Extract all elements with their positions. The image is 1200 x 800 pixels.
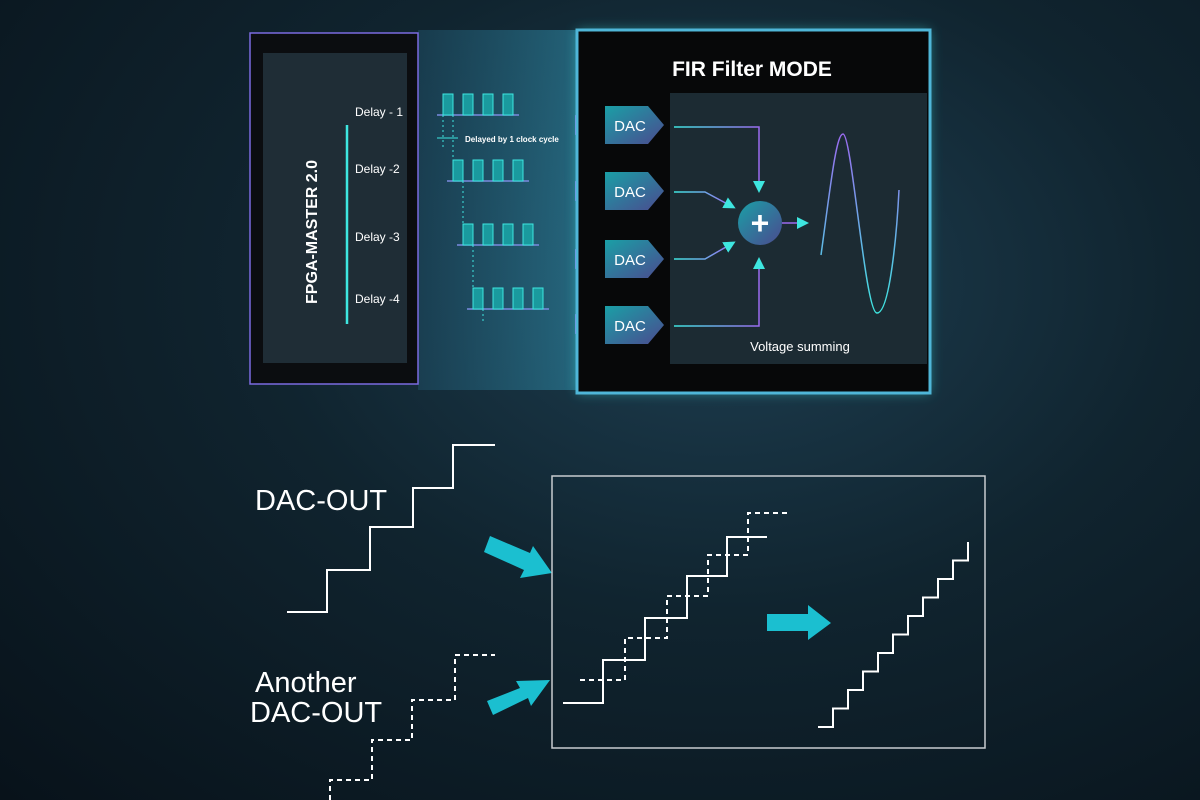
clock-pulse — [512, 159, 524, 182]
dac-block-3: DAC — [605, 240, 664, 278]
dac-out-staircase — [287, 444, 495, 613]
signal-column — [418, 30, 580, 390]
sum-node — [738, 201, 782, 245]
clock-pulse — [502, 93, 514, 116]
summed-fine-staircase — [818, 542, 969, 728]
clock-pulse — [482, 223, 494, 246]
result-arrow — [767, 605, 831, 640]
delay-label-1: Delay - 1 — [355, 105, 403, 119]
fpga-title: FPGA-MASTER 2.0 — [304, 160, 321, 304]
delay-label-4: Delay -4 — [355, 292, 400, 306]
clock-pulse — [512, 287, 524, 310]
sum-plus-icon: + — [751, 205, 770, 241]
pulse-train-2 — [447, 159, 529, 182]
pulse-train-3 — [457, 223, 539, 246]
fir-title: FIR Filter MODE — [672, 58, 832, 81]
dac-label: DAC — [614, 118, 646, 135]
delay-note: Delayed by 1 clock cycle — [465, 135, 559, 144]
summing-panel — [670, 93, 927, 364]
clock-pulse — [472, 287, 484, 310]
delay-label-3: Delay -3 — [355, 230, 400, 244]
clock-pulse — [492, 159, 504, 182]
clock-pulse — [492, 287, 504, 310]
clock-pulse — [482, 93, 494, 116]
another-dac-out-label-1: Another — [255, 667, 357, 699]
delay-label-2: Delay -2 — [355, 162, 400, 176]
clock-pulse — [452, 159, 464, 182]
dac-block-4: DAC — [605, 306, 664, 344]
pulse-train-1 — [437, 93, 519, 116]
clock-pulse — [502, 223, 514, 246]
clock-pulse — [462, 223, 474, 246]
delay-markers — [442, 115, 484, 322]
combined-dashed-staircase — [580, 512, 790, 681]
combined-solid-staircase — [563, 536, 767, 704]
clock-pulse — [442, 93, 454, 116]
delay-lines — [280, 115, 595, 334]
dac-out-label: DAC-OUT — [255, 485, 387, 517]
dac-label: DAC — [614, 184, 646, 201]
dac-label: DAC — [614, 318, 646, 335]
another-dac-out-staircase — [329, 654, 495, 800]
fpga-block: FPGA-MASTER 2.0 — [249, 32, 419, 385]
combined-output-frame — [551, 475, 986, 749]
clock-pulse — [462, 93, 474, 116]
another-dac-out-label-2: DAC-OUT — [250, 697, 382, 729]
clock-pulse — [472, 159, 484, 182]
clock-pulse — [532, 287, 544, 310]
output-sine-wave — [820, 133, 900, 314]
pulse-train-4 — [467, 287, 549, 310]
pulse-trains — [437, 93, 549, 310]
clock-pulse — [522, 223, 534, 246]
dac-block-1: DAC — [605, 106, 664, 144]
dac-block-2: DAC — [605, 172, 664, 210]
input-arrows — [484, 536, 831, 715]
summing-connections — [674, 126, 809, 327]
dac-label: DAC — [614, 252, 646, 269]
voltage-summing-caption: Voltage summing — [750, 339, 850, 354]
